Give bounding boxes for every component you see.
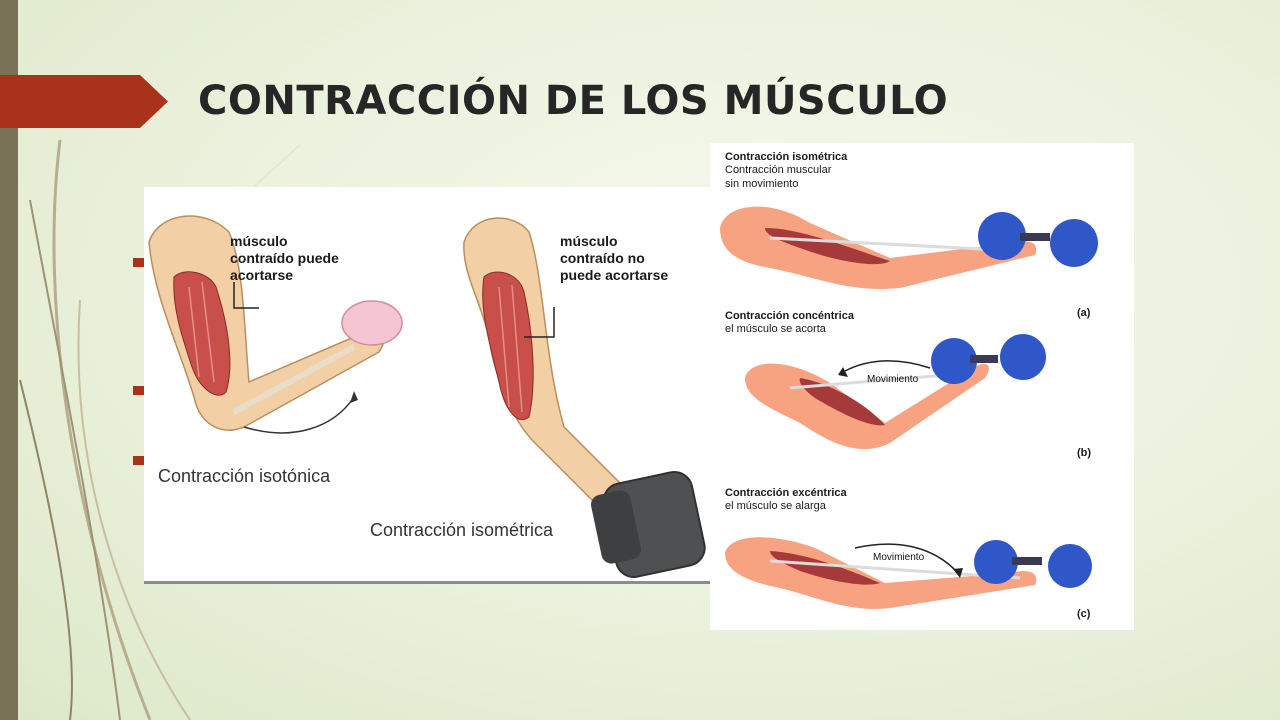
arm-illustrations xyxy=(148,215,706,578)
bullet-marker xyxy=(133,386,145,395)
panel-subtitle: el músculo se alarga xyxy=(725,500,826,512)
label-line: músculo xyxy=(230,233,288,249)
slide-title: CONTRACCIÓN DE LOS MÚSCULO xyxy=(198,78,949,124)
panel-tag-a: (a) xyxy=(1077,307,1091,319)
isometric-caption: Contracción isométrica xyxy=(370,520,554,540)
panel-tag-b: (b) xyxy=(1077,447,1092,459)
label-line: contraído no xyxy=(560,250,645,266)
eccentric-heading: Contracción excéntrica el músculo se ala… xyxy=(725,487,847,513)
panel-title: Contracción concéntrica xyxy=(725,310,854,322)
movement-label: Movimiento xyxy=(867,374,919,385)
isometric-muscle-label: músculo contraído no puede acortarse xyxy=(560,233,668,284)
label-line: contraído puede xyxy=(230,250,339,266)
panel-title: Contracción excéntrica xyxy=(725,487,847,499)
title-arrow-icon xyxy=(0,75,168,128)
panel-subtitle: sin movimiento xyxy=(725,178,799,190)
panel-subtitle: Contracción muscular xyxy=(725,164,832,176)
label-line: músculo xyxy=(560,233,618,249)
arm-concentric-illustration xyxy=(745,334,1046,450)
isotonic-caption: Contracción isotónica xyxy=(158,466,331,486)
label-line: puede acortarse xyxy=(560,267,669,283)
isometric-arm-illustration xyxy=(463,217,706,578)
isotonic-isometric-figure: músculo contraído puede acortarse múscul… xyxy=(144,187,710,584)
sidebar-strip xyxy=(0,0,18,720)
contraction-types-figure: Contracción isométrica Contracción muscu… xyxy=(710,143,1134,630)
isotonic-arm-illustration xyxy=(148,215,403,434)
movement-label: Movimiento xyxy=(873,552,925,563)
panel-title: Contracción isométrica xyxy=(725,151,848,163)
panel-tag-c: (c) xyxy=(1077,608,1091,620)
panel-subtitle: el músculo se acorta xyxy=(725,323,826,335)
arm-eccentric-illustration xyxy=(725,537,1092,609)
isometric-heading: Contracción isométrica Contracción muscu… xyxy=(725,151,847,191)
bullet-marker xyxy=(133,258,145,267)
arm-isometric-illustration xyxy=(720,206,1098,289)
bullet-marker xyxy=(133,456,145,465)
label-line: acortarse xyxy=(230,267,294,283)
isotonic-muscle-label: músculo contraído puede acortarse xyxy=(230,233,339,284)
concentric-heading: Contracción concéntrica el músculo se ac… xyxy=(725,310,854,336)
arm-dumbbell-illustrations xyxy=(720,206,1098,609)
